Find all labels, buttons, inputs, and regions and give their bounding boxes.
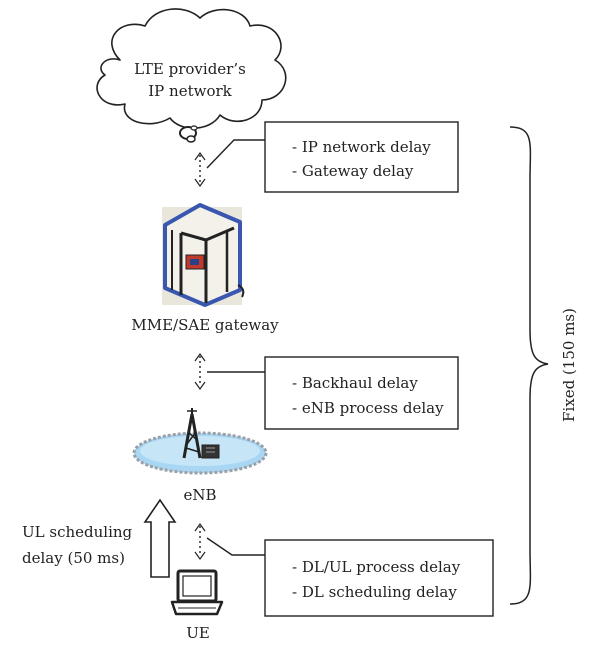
uplink-arrow (143, 498, 177, 578)
delay-box-top-line2: - Gateway delay (292, 162, 414, 180)
cloud-shape (96, 8, 287, 129)
ue-laptop-icon (170, 569, 224, 616)
delay-box-bottom-line2: - DL scheduling delay (292, 583, 457, 601)
cloud-label-line1: LTE provider’s (134, 60, 246, 78)
cloud-label-line2: IP network (148, 82, 232, 100)
delay-box-bottom-line1: - DL/UL process delay (292, 558, 461, 576)
gateway-label: MME/SAE gateway (131, 316, 279, 334)
enb-icon (132, 408, 268, 475)
gateway-icon (162, 203, 245, 307)
delay-box-top-line1: - IP network delay (292, 138, 431, 156)
connector-bottom-box (206, 537, 265, 556)
delay-box-middle-line1: - Backhaul delay (292, 374, 418, 392)
ue-label: UE (186, 624, 210, 642)
fixed-delay-label: Fixed (150 ms) (560, 308, 578, 422)
link-enb-ue (194, 522, 206, 561)
delay-box-top: - IP network delay - Gateway delay (264, 121, 459, 193)
delay-box-middle: - Backhaul delay - eNB process delay (264, 356, 459, 430)
uplink-label-line2: delay (50 ms) (22, 549, 125, 567)
link-cloud-gateway (194, 151, 206, 188)
fixed-delay-brace (509, 126, 549, 605)
ip-network-cloud: LTE provider’s IP network (96, 8, 287, 143)
link-gateway-enb (194, 352, 206, 391)
enb-label: eNB (183, 486, 216, 504)
delay-box-middle-line2: - eNB process delay (292, 399, 444, 417)
cloud-bubble-small (186, 135, 196, 143)
uplink-label-line1: UL scheduling (22, 523, 133, 541)
delay-box-bottom: - DL/UL process delay - DL scheduling de… (264, 539, 494, 617)
connector-top-box (206, 139, 265, 169)
cloud-bubble-tiny (190, 125, 198, 131)
